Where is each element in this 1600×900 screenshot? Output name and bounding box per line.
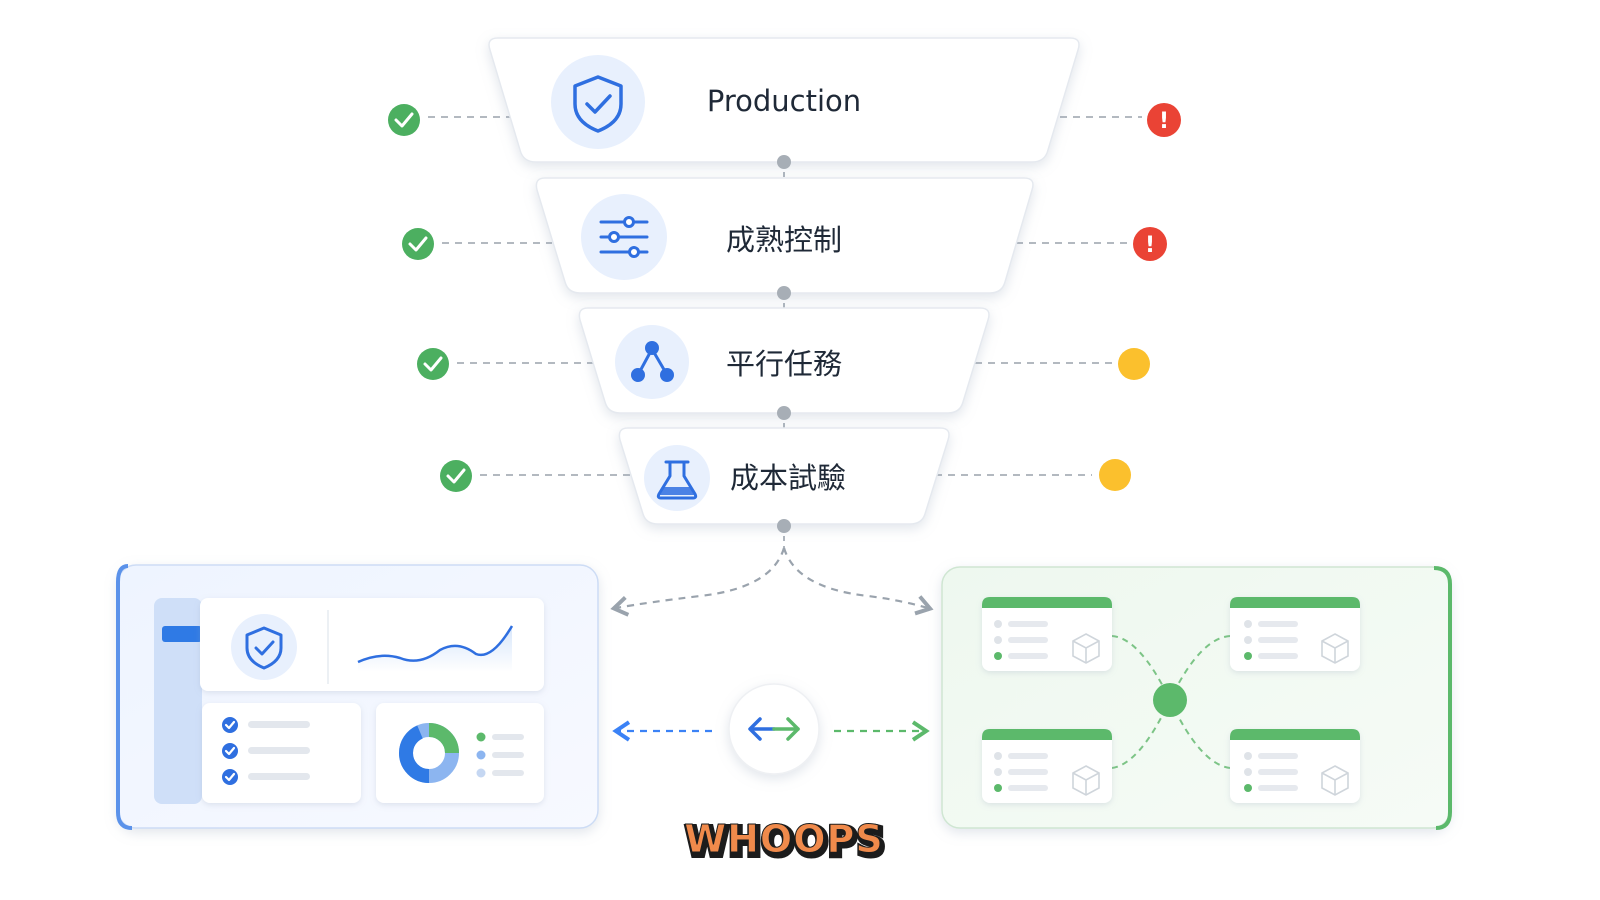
tier-card (618, 427, 950, 525)
tier-label: 成熟控制 (726, 223, 842, 257)
stamp-text-outline: WHOOPS (686, 820, 886, 864)
split-connectors (610, 547, 934, 617)
spine-nodes (777, 155, 791, 533)
hub-node-icon[interactable] (1153, 683, 1187, 717)
tier-label: 成本試驗 (730, 461, 846, 495)
funnel-tier-production[interactable]: Production (488, 37, 1080, 163)
funnel-tier-maturity-control[interactable]: 成熟控制 (535, 177, 1034, 294)
dashboard-panel[interactable] (116, 564, 599, 830)
pass-check-icon (440, 460, 472, 492)
status-right-markers: ! ! (1099, 103, 1181, 491)
donut-chart-icon (398, 723, 524, 783)
funnel-tier-cost-experiment[interactable]: 成本試驗 (618, 427, 950, 525)
svg-text:!: ! (1145, 233, 1155, 258)
pending-dot-icon (1099, 459, 1131, 491)
node-card[interactable] (1230, 597, 1360, 671)
status-pass-markers (388, 104, 472, 492)
exchange-button[interactable] (728, 683, 820, 775)
flask-icon (644, 445, 710, 511)
footer-stamp: WHOOPS WHOOPS (683, 817, 888, 868)
checklist-icon (222, 717, 310, 785)
bidirectional-arrow-icon (748, 717, 800, 741)
node-card[interactable] (982, 597, 1112, 671)
tier-card (578, 307, 990, 414)
node-card[interactable] (982, 729, 1112, 803)
svg-text:!: ! (1159, 109, 1169, 134)
branch-nodes-icon (615, 325, 689, 399)
alert-icon: ! (1133, 227, 1167, 261)
network-panel[interactable] (941, 566, 1452, 830)
alert-icon: ! (1147, 103, 1181, 137)
cube-icon (1321, 633, 1349, 664)
stamp-text: WHOOPS (684, 817, 884, 861)
cube-icon (1072, 765, 1100, 796)
node-card[interactable] (1230, 729, 1360, 803)
pass-check-icon (388, 104, 420, 136)
tier-label: 平行任務 (726, 347, 842, 381)
side-connectors (428, 116, 1142, 476)
pass-check-icon (417, 348, 449, 380)
pass-check-icon (402, 228, 434, 260)
tier-card (488, 37, 1080, 163)
shield-check-icon (231, 614, 297, 680)
sidebar-active-item[interactable] (162, 626, 202, 642)
cube-icon (1072, 633, 1100, 664)
sliders-icon (581, 194, 667, 280)
tier-card (535, 177, 1034, 294)
sidebar (154, 598, 202, 804)
cube-icon (1321, 765, 1349, 796)
shield-check-icon (551, 55, 645, 149)
tier-label: Production (707, 84, 861, 118)
pending-dot-icon (1118, 348, 1150, 380)
line-chart-icon (357, 625, 514, 672)
funnel-tier-parallel-tasks[interactable]: 平行任務 (578, 307, 990, 414)
